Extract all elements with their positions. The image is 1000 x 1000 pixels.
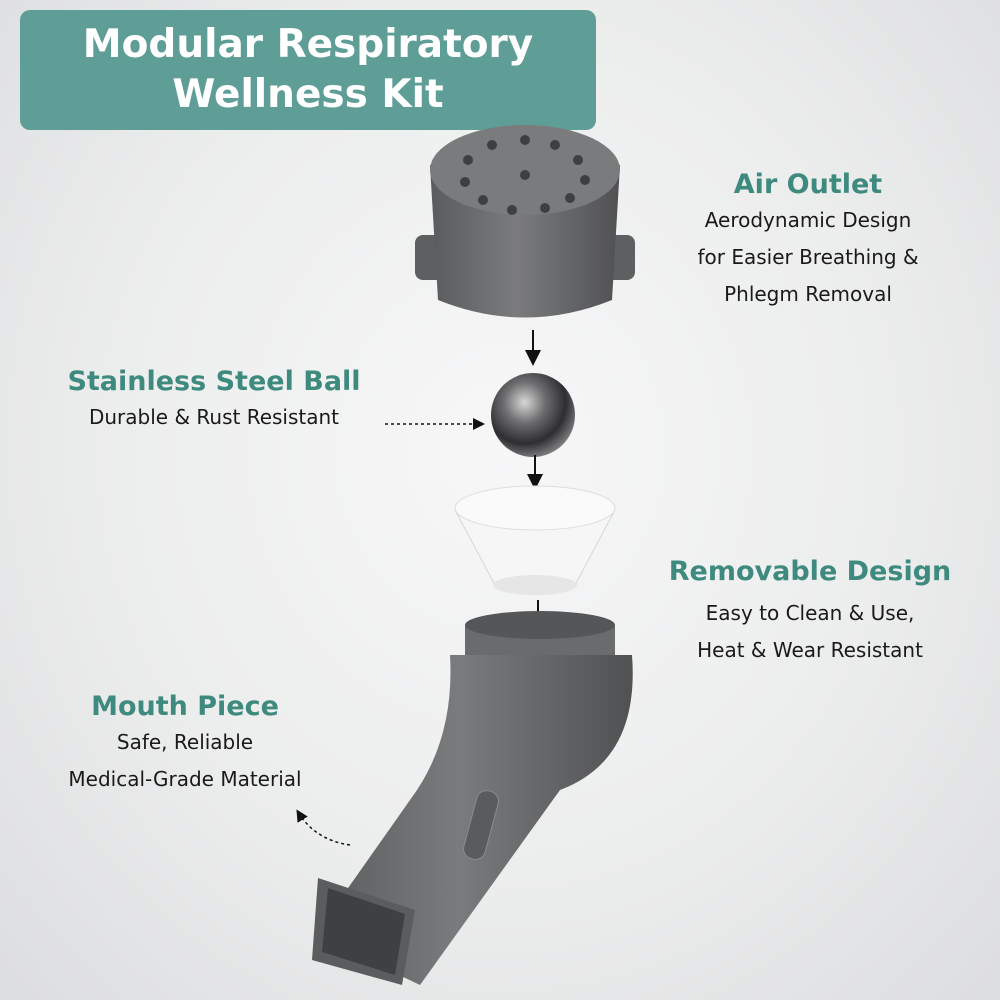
air-outlet-line-2: for Easier Breathing & (697, 245, 919, 269)
mouth-piece-line-2: Medical-Grade Material (68, 767, 302, 791)
title-banner: Modular Respiratory Wellness Kit (20, 10, 596, 130)
removable-line-1: Easy to Clean & Use, (705, 601, 915, 625)
air-outlet-line-1: Aerodynamic Design (704, 208, 912, 232)
callout-mouth-piece: Mouth Piece Safe, Reliable Medical-Grade… (68, 690, 301, 798)
mouth-piece-body (312, 611, 633, 985)
callout-removable-design: Removable Design Easy to Clean & Use, He… (669, 555, 952, 669)
air-outlet-heading: Air Outlet (733, 169, 883, 200)
removable-heading: Removable Design (668, 556, 952, 587)
callout-air-outlet: Air Outlet Aerodynamic Design for Easier… (697, 168, 918, 313)
title-line-1: Modular Respiratory (82, 22, 534, 67)
removable-line-2: Heat & Wear Resistant (697, 638, 923, 662)
air-outlet-cap (415, 125, 635, 318)
arrow-label-to-mouthpiece (296, 809, 351, 846)
mouth-piece-line-1: Safe, Reliable (116, 730, 254, 754)
title-line-2: Wellness Kit (172, 72, 444, 117)
callout-steel-ball: Stainless Steel Ball Durable & Rust Resi… (67, 365, 360, 436)
mouth-piece-heading: Mouth Piece (91, 691, 279, 722)
air-outlet-line-3: Phlegm Removal (724, 282, 892, 306)
funnel-insert (454, 485, 616, 595)
steel-ball-heading: Stainless Steel Ball (67, 366, 361, 397)
steel-ball (491, 373, 575, 457)
steel-ball-line-1: Durable & Rust Resistant (88, 405, 340, 429)
